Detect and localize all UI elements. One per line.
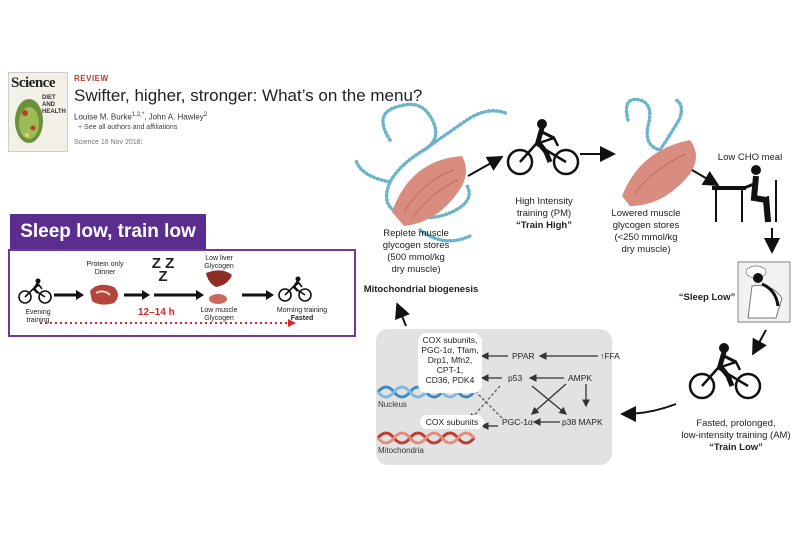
plus-icon: + <box>78 124 85 131</box>
ffa-label: ↑FFA <box>600 351 620 361</box>
muscle-icon <box>209 294 227 304</box>
ampk-label: AMPK <box>568 373 593 383</box>
glycogen-chain <box>354 102 510 243</box>
journal-logo: Science <box>11 75 55 91</box>
section-label: REVIEW <box>74 74 109 83</box>
nucleus-label: Nucleus <box>378 400 407 409</box>
timeline-arrow <box>40 319 296 327</box>
sleep-low-panel: Evening training Protein only Dinner Z Z… <box>8 249 356 337</box>
sleeping-person-icon <box>737 261 791 323</box>
diner-icon <box>712 165 777 223</box>
pgc1a-label: PGC-1α <box>502 417 533 427</box>
author-1-affil: 1,2,* <box>131 112 145 118</box>
cover-blurb: DIET AND HEALTH <box>42 95 66 115</box>
morning-training-label: Morning training <box>276 307 328 314</box>
arrow-icon <box>124 290 150 300</box>
see-all-authors-link[interactable]: + See all authors and affiliations <box>78 124 177 131</box>
arrow-icon <box>242 290 274 300</box>
cyclist-icon <box>278 276 312 302</box>
train-high-label: “Train High” <box>516 220 572 231</box>
replete-glycogen-label: Replete muscle glycogen stores (500 mmol… <box>382 228 450 275</box>
nuclear-target-genes: COX subunits, PGC-1α, Tfam, Drp1, Mfn2, … <box>418 333 482 393</box>
author-2[interactable]: John A. Hawley <box>148 112 204 122</box>
p38-mapk-label: p38 MAPK <box>562 417 603 427</box>
ampk-to-pgc-arrow <box>531 383 567 415</box>
fasted-label: Fasted <box>290 315 314 322</box>
sleep-zzz-icon: Z Z Z <box>151 255 175 285</box>
cyclist-icon <box>506 119 580 176</box>
duration-label: 12–14 h <box>138 307 175 318</box>
flow-arrow <box>691 169 720 187</box>
sleep-low-label: “Sleep Low” <box>678 292 736 303</box>
arrow-icon <box>154 290 204 300</box>
ppar-label: PPAR <box>512 351 535 361</box>
flow-arrow <box>467 156 504 177</box>
cyclist-icon <box>18 278 52 304</box>
high-intensity-label: High Intensity training (PM) <box>515 196 573 219</box>
p53-dashed-arrow <box>469 385 501 421</box>
article-title[interactable]: Swifter, higher, stronger: What’s on the… <box>74 86 423 105</box>
mitochondrial-biogenesis-label: Mitochondrial biogenesis <box>363 284 479 295</box>
publication-info: Science 16 Nov 2018: <box>74 139 143 146</box>
flow-arrow <box>395 302 410 327</box>
p53-label: p53 <box>508 373 523 383</box>
mitochondrial-target-genes: COX subunits <box>420 415 484 429</box>
author-line: Louise M. Burke1,2,*, John A. Hawley2 <box>74 112 208 122</box>
train-low-label: “Train Low” <box>709 442 763 453</box>
flow-arrow <box>620 403 677 422</box>
see-all-label: See all authors and affiliations <box>84 124 178 131</box>
cyclist-icon <box>688 343 762 400</box>
lowered-glycogen-label: Lowered muscle glycogen stores (<250 mmo… <box>611 208 681 255</box>
low-muscle-label: Low muscle Glycogen <box>200 307 238 322</box>
mitochondria-label: Mitochondria <box>378 446 424 455</box>
author-1[interactable]: Louise M. Burke <box>74 112 132 122</box>
evening-training-label: Evening training <box>25 309 51 324</box>
flow-arrow <box>752 329 767 356</box>
protein-dinner-label: Protein only Dinner <box>86 261 124 276</box>
fasted-training-label: Fasted, prolonged, low-intensity trainin… <box>681 418 791 441</box>
sleep-low-banner: Sleep low, train low <box>10 214 206 249</box>
p53-to-p38-arrow <box>531 385 568 415</box>
author-2-affil: 2 <box>203 112 208 118</box>
steak-icon <box>90 284 118 305</box>
low-liver-label: Low liver Glycogen <box>204 255 234 270</box>
liver-icon <box>206 270 232 287</box>
muscle-fiber-icon <box>622 140 696 206</box>
arrow-icon <box>54 290 84 300</box>
glycogen-chain <box>624 97 684 152</box>
muscle-fiber-icon <box>392 156 466 226</box>
cover-food-image <box>15 99 43 143</box>
low-cho-meal-label: Low CHO meal <box>717 152 783 163</box>
dna-mitochondria-icon <box>376 431 476 445</box>
journal-cover-thumbnail[interactable]: Science DIET AND HEALTH <box>8 72 68 152</box>
